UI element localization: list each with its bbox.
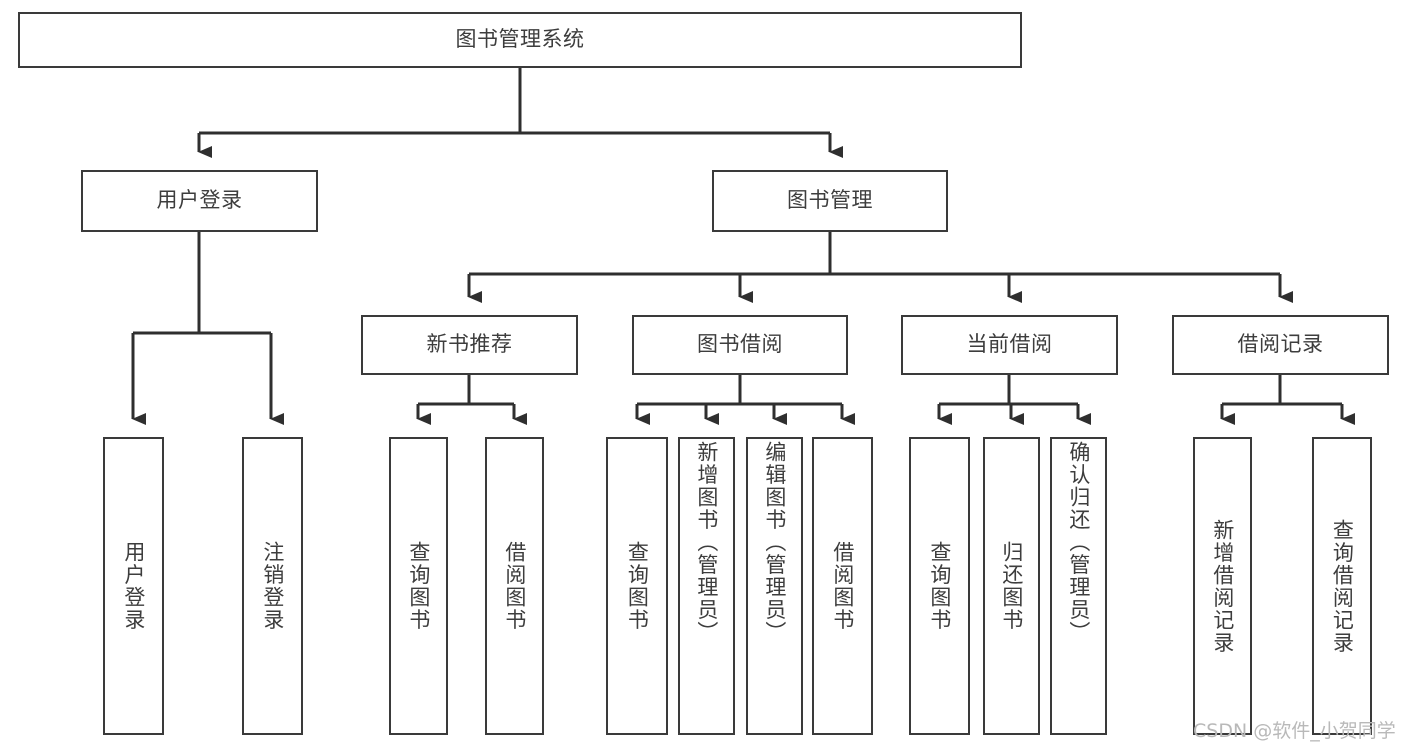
node-book-management-label: 图书管理 (787, 188, 873, 213)
node-new-book-recommend[interactable]: 新书推荐 (361, 315, 578, 375)
node-leaf-query-borrow-record-label: 查询借阅记录 (1330, 518, 1355, 654)
node-current-borrow-label: 当前借阅 (966, 332, 1053, 357)
node-leaf-query-book-rec-label: 查询图书 (406, 541, 431, 631)
node-leaf-edit-book-admin[interactable]: 编辑图书（管理员） (746, 437, 803, 735)
node-book-borrow-label: 图书借阅 (697, 332, 783, 357)
node-leaf-confirm-return-admin-label: 确认归还（管理员） (1066, 441, 1091, 644)
node-leaf-confirm-return-admin[interactable]: 确认归还（管理员） (1050, 437, 1107, 735)
node-book-borrow[interactable]: 图书借阅 (632, 315, 848, 375)
node-leaf-user-login[interactable]: 用户登录 (103, 437, 164, 735)
node-leaf-user-logout[interactable]: 注销登录 (242, 437, 303, 735)
node-leaf-add-book-admin-label: 新增图书（管理员） (694, 441, 719, 644)
node-leaf-query-book-cur-label: 查询图书 (927, 541, 952, 631)
node-leaf-user-logout-label: 注销登录 (260, 541, 285, 631)
node-leaf-edit-book-admin-label: 编辑图书（管理员） (762, 441, 787, 644)
node-leaf-borrow-book-label: 借阅图书 (830, 541, 855, 631)
node-leaf-query-book-borrow-label: 查询图书 (625, 541, 650, 631)
node-leaf-query-book-borrow[interactable]: 查询图书 (606, 437, 668, 735)
node-leaf-add-borrow-record-label: 新增借阅记录 (1210, 518, 1235, 654)
node-borrow-record-label: 借阅记录 (1237, 332, 1324, 357)
node-leaf-borrow-book-rec[interactable]: 借阅图书 (485, 437, 544, 735)
node-leaf-query-book-cur[interactable]: 查询图书 (909, 437, 970, 735)
node-borrow-record[interactable]: 借阅记录 (1172, 315, 1389, 375)
node-new-book-recommend-label: 新书推荐 (426, 332, 513, 357)
node-leaf-user-login-label: 用户登录 (121, 541, 146, 631)
node-current-borrow[interactable]: 当前借阅 (901, 315, 1118, 375)
node-leaf-return-book[interactable]: 归还图书 (983, 437, 1040, 735)
node-root[interactable]: 图书管理系统 (18, 12, 1022, 68)
node-leaf-borrow-book-rec-label: 借阅图书 (502, 541, 527, 631)
csdn-watermark: CSDN @软件_小贺同学 (1193, 720, 1396, 742)
node-user-login-label: 用户登录 (156, 188, 243, 213)
node-leaf-add-book-admin[interactable]: 新增图书（管理员） (678, 437, 735, 735)
node-leaf-borrow-book[interactable]: 借阅图书 (812, 437, 873, 735)
node-user-login[interactable]: 用户登录 (81, 170, 318, 232)
node-root-label: 图书管理系统 (455, 27, 585, 52)
node-leaf-return-book-label: 归还图书 (999, 541, 1024, 631)
node-book-management[interactable]: 图书管理 (712, 170, 948, 232)
node-leaf-query-book-rec[interactable]: 查询图书 (389, 437, 448, 735)
node-leaf-add-borrow-record[interactable]: 新增借阅记录 (1193, 437, 1252, 735)
node-leaf-query-borrow-record[interactable]: 查询借阅记录 (1312, 437, 1372, 735)
